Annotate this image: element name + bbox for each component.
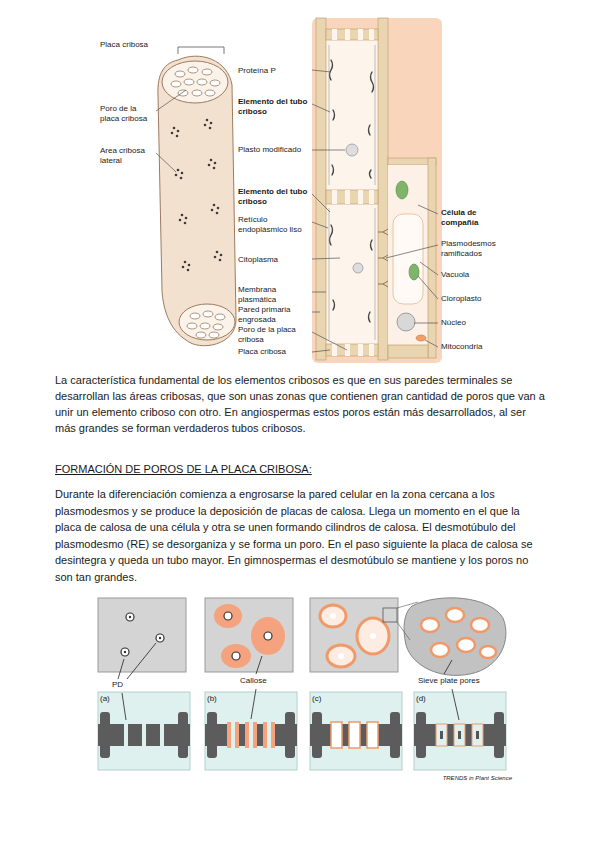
part-label: Célula de compañía xyxy=(441,208,503,228)
part-label: Poro de la placa cribosa xyxy=(238,325,310,345)
panel-letter: (c) xyxy=(312,694,332,704)
part-label: Area cribosa lateral xyxy=(100,146,154,166)
figure-label: Callose xyxy=(240,676,280,686)
part-label: Elemento del tubo criboso xyxy=(238,187,310,207)
part-label: Plasto modificado xyxy=(238,145,310,155)
body-paragraph: La característica fundamental de los ele… xyxy=(55,372,545,436)
figure-label: PD xyxy=(112,680,136,690)
panel-letter: (d) xyxy=(416,694,436,704)
part-label: Poro de la placa cribosa xyxy=(100,104,154,124)
sieve-plate-drawing xyxy=(156,47,236,346)
part-label: Citoplasma xyxy=(238,255,310,265)
pore-formation-drawing xyxy=(98,598,506,770)
figure-credit: TRENDS in Plant Science xyxy=(432,774,512,782)
part-label: Proteína P xyxy=(238,66,310,76)
part-label: Núcleo xyxy=(441,318,503,328)
part-label: Retículo endoplásmico liso xyxy=(238,215,310,235)
part-label: Placa cribosa xyxy=(238,347,310,357)
figure-label: Sieve plate pores xyxy=(418,676,502,686)
part-label: Membrana plasmática xyxy=(238,285,310,305)
body-paragraph: Durante la diferenciación comienza a eng… xyxy=(55,486,545,585)
sieve-tube-drawing xyxy=(312,18,442,363)
section-heading: FORMACIÓN DE POROS DE LA PLACA CRIBOSA: xyxy=(55,462,545,477)
part-label: Placa cribosa xyxy=(100,40,160,50)
part-label: Plasmodesmos ramificados xyxy=(441,239,513,259)
part-label: Pared primaria engrosada xyxy=(238,305,310,325)
panel-letter: (b) xyxy=(207,694,227,704)
panel-letter: (a) xyxy=(100,694,120,704)
part-label: Vacuola xyxy=(441,270,503,280)
part-label: Cloroplasto xyxy=(441,294,503,304)
part-label: Elemento del tubo criboso xyxy=(238,97,310,117)
part-label: Mitocondria xyxy=(441,342,503,352)
